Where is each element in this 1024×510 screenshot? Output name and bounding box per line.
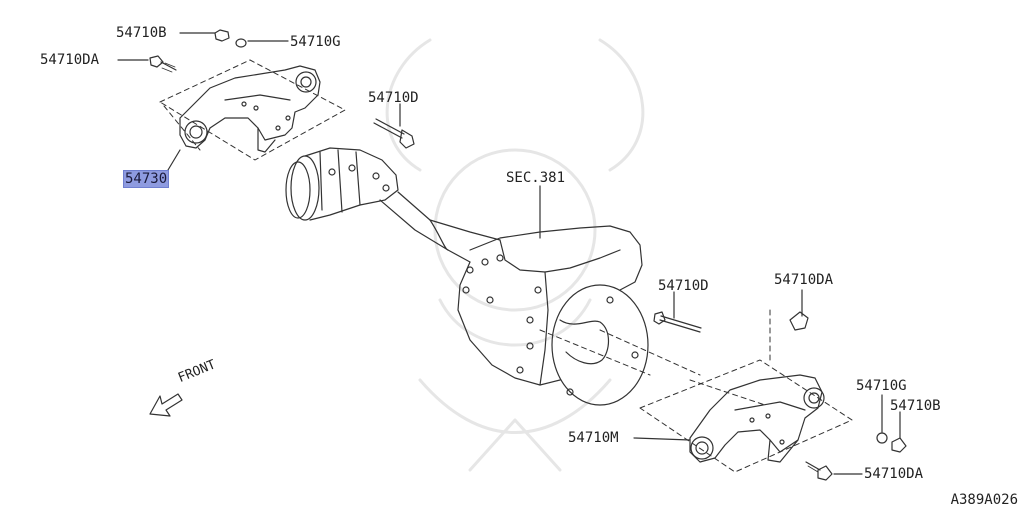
upper-envelope-dashed [159,59,346,161]
lower-envelope-dashed [539,309,853,473]
part-label-54710B-bottom[interactable]: 54710B [890,398,941,414]
part-label-54710DA-top[interactable]: 54710DA [40,52,100,68]
figure-id: A389A026 [950,492,1018,508]
rear-flange [285,147,399,221]
part-label-54710B-top[interactable]: 54710B [116,25,167,41]
lower-hardware [539,185,907,481]
axle-tube [379,191,501,263]
part-label-54710D-bottom[interactable]: 54710D [658,278,709,294]
part-label-54710DA-bottom[interactable]: 54710DA [864,466,924,482]
part-label-54710D-top[interactable]: 54710D [368,90,419,106]
front-cover-plate [551,284,649,406]
watermark-logo [385,38,645,472]
part-label-54730-highlighted[interactable]: 54730 [122,170,170,188]
front-arrow-icon [149,393,183,417]
upper-mount-bracket [179,65,321,153]
part-label-54710G-bottom[interactable]: 54710G [856,378,907,394]
upper-hardware [117,29,415,176]
part-label-54710DA-right[interactable]: 54710DA [774,272,834,288]
part-label-54710G-top[interactable]: 54710G [290,34,341,50]
differential-housing [457,225,643,386]
section-label-sec381[interactable]: SEC.381 [506,170,566,186]
part-label-54710M[interactable]: 54710M [568,430,619,446]
